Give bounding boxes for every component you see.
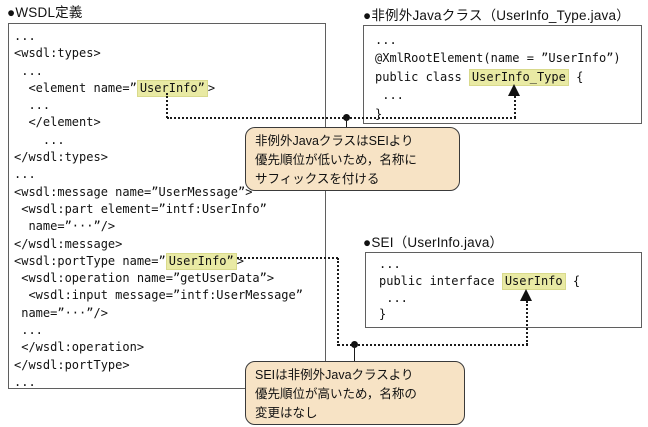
code-line: ... — [14, 29, 36, 43]
code-line: ... — [14, 132, 65, 147]
code-line: ... — [379, 257, 401, 271]
element-link-segment-up — [514, 96, 516, 118]
code-line: ... — [379, 290, 408, 305]
wsdl-panel-title: ●WSDL定義 — [7, 5, 83, 20]
porttype-link-segment-down — [337, 258, 339, 346]
porttype-link-segment-up — [526, 301, 528, 345]
code-line: name=”···”/> — [14, 305, 108, 320]
callout-text-line: サフィックスを付ける — [255, 172, 380, 186]
code-line: <wsdl:message name=”UserMessage”> — [14, 184, 253, 199]
code-text: public class — [375, 69, 469, 84]
code-line: </wsdl:operation> — [14, 340, 145, 355]
sei-panel: ... public interface UserInfo { ... } — [365, 252, 642, 328]
code-line: ... — [14, 63, 43, 78]
code-line: <wsdl:input message=”intf:UserMessage” — [14, 288, 303, 303]
callout-text-line: 変更はなし — [255, 406, 318, 420]
callout-text-line: 優先順位が低いため，名称に — [255, 153, 417, 167]
code-text: public interface — [379, 273, 502, 288]
callout-anchor-line — [346, 118, 347, 128]
code-line-porttype-name: <wsdl:portType name=”UserInfo”> — [14, 252, 325, 270]
code-line: ... — [375, 88, 404, 103]
code-line: } — [375, 106, 383, 121]
wsdl-panel: ... <wsdl:types> ... <element name=”User… — [8, 23, 326, 389]
code-line: </wsdl:message> — [14, 236, 123, 251]
code-line: ... — [14, 167, 36, 182]
suffix-note-callout: 非例外JavaクラスはSEIより 優先順位が低いため，名称に サフィックスを付け… — [245, 127, 460, 191]
no-change-note-callout: SEIは非例外Javaクラスより 優先順位が高いため，名称の 変更はなし — [245, 361, 465, 425]
java-class-code-block: ... @XmlRootElement(name = ”UserInfo”) p… — [364, 26, 641, 123]
code-line: <wsdl:operation name=”getUserData”> — [14, 271, 275, 286]
porttype-link-segment-across2 — [338, 344, 528, 346]
code-line: <wsdl:types> — [14, 46, 101, 61]
code-line: ... — [14, 98, 51, 113]
code-line-interface-decl: public interface UserInfo { — [379, 272, 641, 290]
code-line: @XmlRootElement(name = ”UserInfo”) — [375, 51, 621, 66]
code-text: <element name=” — [14, 80, 137, 95]
code-text: > — [207, 80, 216, 95]
element-link-segment-across — [167, 117, 516, 119]
code-line: ... — [14, 374, 36, 389]
arrowhead-up-icon — [508, 84, 520, 96]
class-name-highlight: UserInfo_Type — [468, 68, 569, 86]
interface-name-highlight: UserInfo — [501, 272, 566, 290]
callout-text-line: SEIは非例外Javaクラスより — [255, 368, 414, 382]
sei-panel-title: ●SEI（UserInfo.java） — [363, 235, 504, 250]
code-line: name=”···”/> — [14, 219, 116, 234]
java-class-panel: ... @XmlRootElement(name = ”UserInfo”) p… — [363, 25, 642, 124]
java-class-panel-title: ●非例外Javaクラス（UserInfo_Type.java） — [363, 8, 630, 23]
code-line: </wsdl:portType> — [14, 357, 130, 372]
code-line: ... — [14, 323, 43, 338]
code-line-element-name: <element name=”UserInfo”> — [14, 79, 325, 97]
element-link-segment-down — [166, 93, 168, 118]
junction-dot — [351, 341, 358, 348]
code-line: </element> — [14, 115, 101, 130]
callout-anchor-line — [354, 345, 355, 361]
code-line: } — [379, 307, 387, 322]
arrowhead-up-icon — [520, 289, 532, 301]
porttype-name-highlight: UserInfo” — [165, 252, 237, 270]
callout-text-line: 優先順位が高いため，名称の — [255, 387, 417, 401]
code-line: ... — [375, 33, 397, 47]
code-text: { — [565, 273, 581, 288]
code-line: <wsdl:part element=”intf:UserInfo” — [14, 201, 267, 216]
sei-code-block: ... public interface UserInfo { ... } — [366, 253, 641, 323]
code-text: > — [236, 253, 244, 268]
element-name-highlight: UserInfo” — [136, 79, 208, 97]
junction-dot — [343, 114, 350, 121]
code-line-class-decl: public class UserInfo_Type { — [375, 68, 641, 86]
wsdl-code-block: ... <wsdl:types> ... <element name=”User… — [9, 24, 325, 391]
callout-text-line: 非例外JavaクラスはSEIより — [255, 134, 414, 148]
porttype-link-segment-across1 — [237, 257, 338, 259]
code-line: </wsdl:types> — [14, 150, 108, 165]
code-text: { — [568, 69, 584, 84]
code-text: <wsdl:portType name=” — [14, 253, 166, 268]
